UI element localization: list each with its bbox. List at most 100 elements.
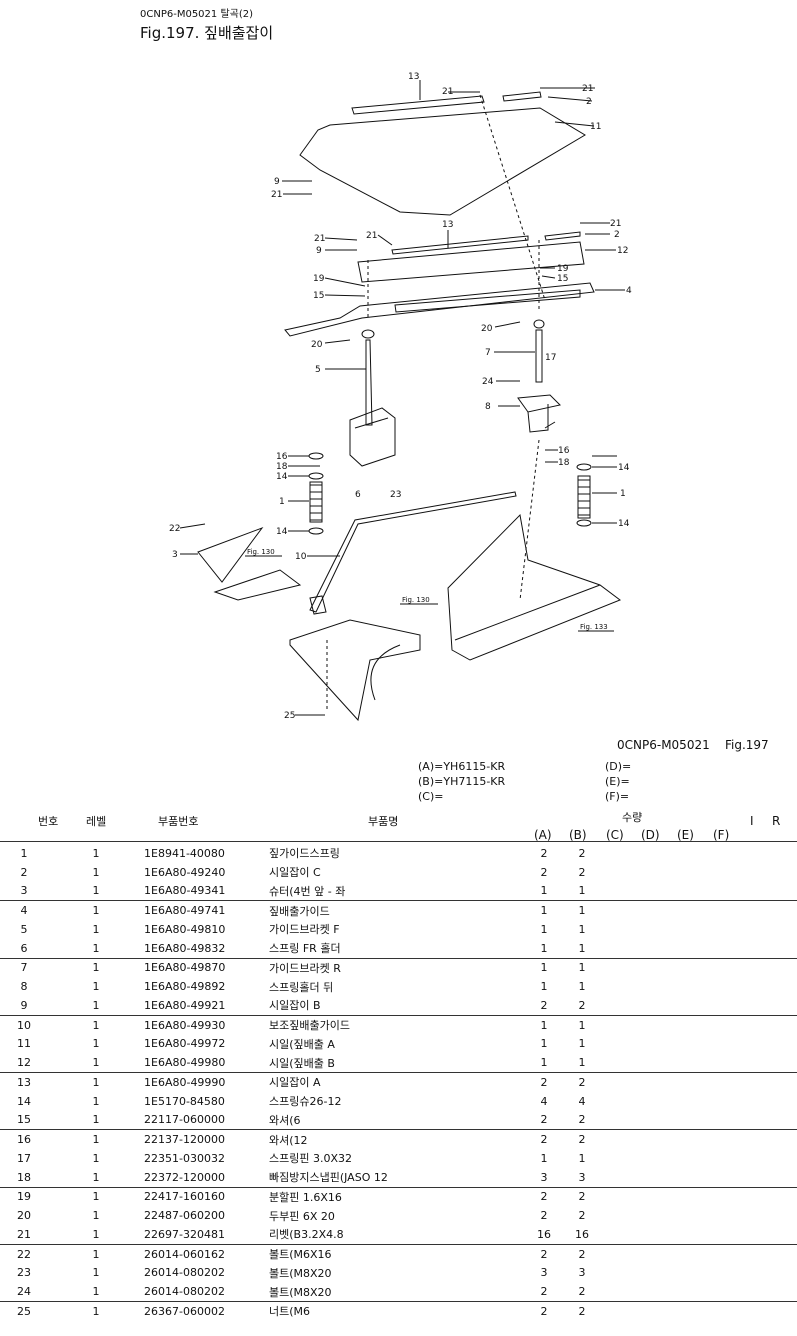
cell-part-no: 26367-060002 [144, 1300, 269, 1321]
callout-21: 21 [442, 87, 453, 97]
callout-14: 14 [276, 527, 288, 537]
cell-empty [600, 844, 797, 863]
cell-part-no: 1E5170-84580 [144, 1094, 225, 1108]
callout-11: 11 [590, 122, 601, 132]
col-part-no: 부품번호 [158, 815, 199, 828]
callout-12: 12 [617, 246, 628, 256]
callout-20: 20 [311, 340, 323, 350]
cell-level: 1 [48, 1243, 144, 1264]
cell-empty [600, 957, 797, 978]
cell-level: 1 [92, 1285, 100, 1299]
cell-no: 25 [0, 1300, 48, 1321]
cell-no: 14 [17, 1094, 31, 1108]
cell-b: 1 [578, 1151, 586, 1165]
cell-b: 2 [578, 1285, 586, 1299]
cell-level: 1 [92, 980, 100, 994]
figure-reference: 0CNP6-M05021 Fig.197 [617, 738, 769, 752]
cell-name: 스프링슈26-12 [269, 1095, 342, 1109]
cell-level: 1 [48, 1129, 144, 1149]
qty-col-d: (D) [641, 828, 660, 842]
cell-part-no: 26014-060162 [144, 1243, 269, 1264]
cell-empty [600, 1206, 797, 1225]
callout-15: 15 [313, 291, 324, 301]
cell-level: 1 [92, 1037, 100, 1051]
cell-a: 16 [537, 1227, 551, 1241]
model-a: (A)=YH6115-KR [418, 760, 506, 773]
cell-b: 2 [578, 998, 586, 1012]
cell-no: 11 [17, 1037, 31, 1051]
cell-b: 1 [578, 1037, 586, 1051]
cell-level: 1 [92, 998, 100, 1012]
callout-14: 14 [276, 472, 288, 482]
cell-level: 1 [92, 884, 100, 898]
cell-b: 1 [564, 900, 600, 920]
cell-empty [600, 939, 797, 958]
cell-a: 1 [540, 922, 548, 936]
cell-b: 16 [575, 1227, 589, 1241]
cell-part-no: 1E6A80-49990 [144, 1071, 269, 1092]
cell-name: 시일(짚배출 B [269, 1056, 335, 1070]
callout-20: 20 [481, 324, 493, 334]
callout-3: 3 [172, 550, 178, 560]
cell-level: 1 [92, 1209, 100, 1223]
cell-level: 1 [92, 1056, 100, 1070]
cell-level: 1 [92, 865, 100, 879]
callout-22: 22 [169, 524, 180, 534]
model-d: (D)= [605, 760, 632, 773]
cell-no: 20 [17, 1209, 31, 1223]
callout-21: 21 [610, 219, 621, 229]
callout-13: 13 [408, 72, 419, 82]
cell-a: 2 [540, 1285, 548, 1299]
callout-2: 2 [586, 97, 592, 107]
cell-a: 3 [540, 1170, 548, 1184]
cell-level: 1 [92, 1227, 100, 1241]
cell-no: 22 [0, 1243, 48, 1264]
callout-8: 8 [485, 402, 491, 412]
cell-level: 1 [48, 900, 144, 920]
cell-a: 2 [524, 1243, 564, 1264]
cell-empty [600, 1264, 797, 1283]
fig-ref-130: Fig. 130 [247, 548, 275, 556]
cell-name: 와셔(12 [269, 1129, 524, 1149]
cell-name: 볼트(M8X20 [269, 1266, 332, 1280]
cell-a: 1 [540, 980, 548, 994]
cell-empty [600, 1014, 797, 1035]
cell-level: 1 [92, 941, 100, 955]
cell-name: 가이드브라켓 R [269, 957, 524, 978]
cell-level: 1 [92, 1151, 100, 1165]
callout-10: 10 [295, 552, 307, 562]
callout-5: 5 [315, 365, 321, 375]
col-part-name: 부품명 [368, 815, 399, 828]
cell-b: 2 [564, 1300, 600, 1321]
figure-title: Fig.197. 짚배출잡이 [140, 24, 274, 42]
cell-no: 1 [20, 846, 28, 860]
cell-no: 13 [0, 1071, 48, 1092]
cell-no: 2 [20, 865, 28, 879]
cell-b: 2 [564, 1129, 600, 1149]
cell-part-no: 1E6A80-49341 [144, 884, 226, 898]
cell-name: 빠짐방지스냅핀(JASO 12 [269, 1171, 388, 1185]
cell-no: 6 [20, 941, 28, 955]
callout-21: 21 [314, 234, 325, 244]
cell-empty [600, 1186, 797, 1207]
model-c: (C)= [418, 790, 444, 803]
cell-part-no: 1E6A80-49832 [144, 941, 226, 955]
cell-a: 2 [540, 865, 548, 879]
cell-a: 2 [540, 1209, 548, 1223]
cell-no: 12 [17, 1056, 31, 1070]
cell-level: 1 [48, 957, 144, 978]
callout-21: 21 [271, 190, 282, 200]
